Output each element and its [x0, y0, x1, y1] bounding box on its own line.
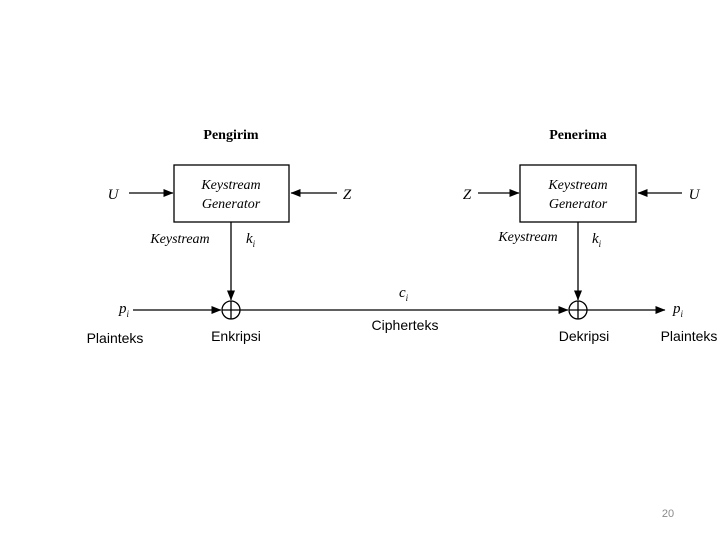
receiver-keystream-label: Keystream	[497, 230, 557, 245]
sender-key-subscript: i	[253, 239, 256, 249]
sender-section: Pengirim Keystream Generator U Z Keystre…	[87, 128, 352, 346]
receiver-plaintext-symbol: pi	[672, 301, 684, 319]
receiver-generator-label-line2: Generator	[549, 197, 608, 212]
sender-generator-label-line2: Generator	[202, 197, 261, 212]
sender-plaintext-symbol: pi	[118, 301, 130, 319]
receiver-input-u-label: U	[689, 187, 701, 203]
sender-plaintext-subscript: i	[127, 309, 130, 319]
receiver-keystream-generator-box	[519, 164, 637, 223]
receiver-plaintext-label: Plainteks	[661, 328, 718, 344]
receiver-generator-label-line1: Keystream	[547, 178, 607, 193]
receiver-plaintext-subscript: i	[681, 309, 684, 319]
ciphertext-label: Cipherteks	[372, 317, 439, 333]
sender-input-z-label: Z	[343, 187, 352, 203]
receiver-key-subscript: i	[599, 239, 602, 249]
sender-title: Pengirim	[203, 128, 259, 143]
receiver-decryption-label: Dekripsi	[559, 328, 610, 344]
sender-input-u-label: U	[108, 187, 120, 203]
sender-encryption-label: Enkripsi	[211, 328, 261, 344]
sender-plaintext-label: Plainteks	[87, 330, 144, 346]
sender-keystream-generator-box	[173, 164, 290, 223]
receiver-section: Penerima Keystream Generator Z U Keystre…	[463, 128, 718, 344]
sender-xor-icon	[221, 300, 241, 320]
sender-keystream-label: Keystream	[149, 232, 209, 247]
channel-section: ci Cipherteks	[240, 285, 569, 333]
sender-generator-label-line1: Keystream	[200, 178, 260, 193]
slide-number: 20	[661, 508, 675, 520]
receiver-xor-icon	[568, 300, 588, 320]
receiver-title: Penerima	[549, 128, 607, 143]
sender-key-symbol: ki	[246, 231, 256, 249]
ciphertext-subscript: i	[406, 293, 409, 303]
ciphertext-symbol: ci	[399, 285, 409, 303]
receiver-input-z-label: Z	[463, 187, 472, 203]
receiver-key-symbol: ki	[592, 231, 602, 249]
